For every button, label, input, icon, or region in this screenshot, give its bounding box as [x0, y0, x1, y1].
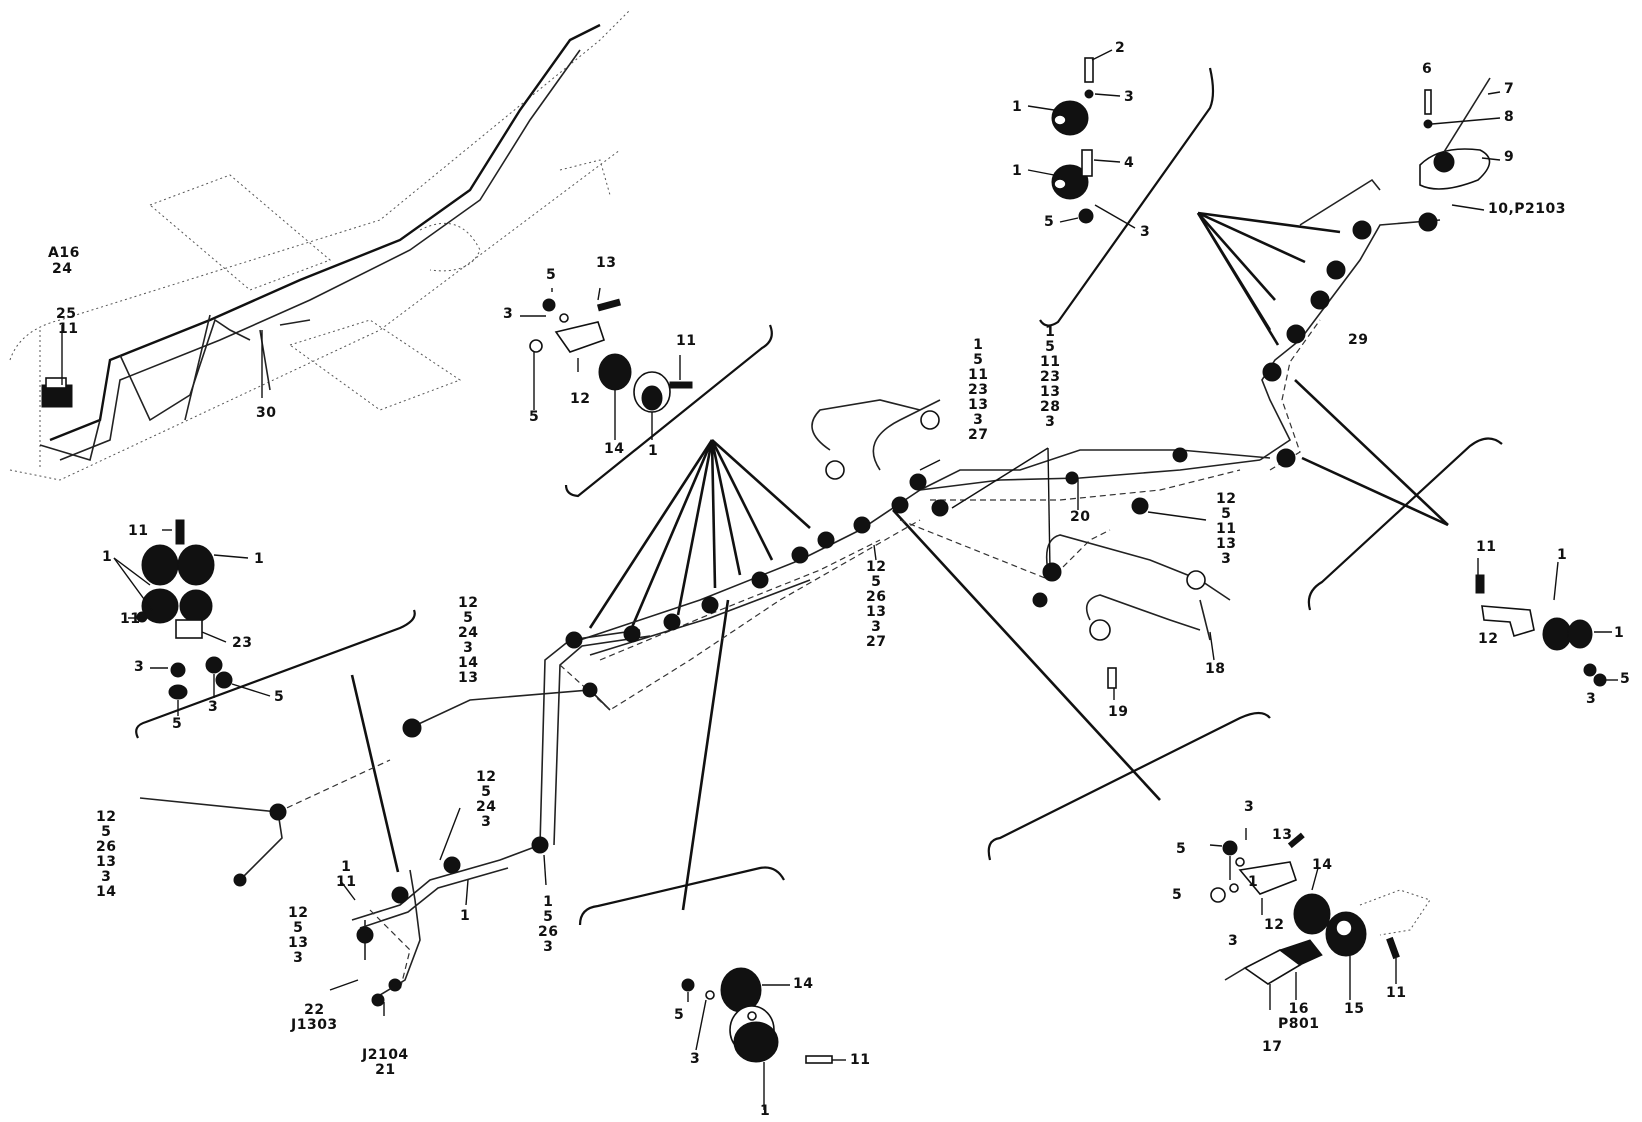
label-tl-group: 12 5 24 3 14 13 [458, 595, 479, 686]
label-top-4: 4 [1124, 155, 1135, 171]
label-center-stack-a: 1 5 11 23 13 3 27 [968, 337, 989, 443]
label-br-11: 11 [1386, 985, 1407, 1001]
tail-boom-inset [9, 9, 631, 481]
label-top-1a: 1 [1012, 99, 1023, 115]
label-mid-1: 1 [460, 908, 471, 924]
label-lg-1a: 1 [254, 551, 265, 567]
detail-top-right [1419, 77, 1501, 211]
detail-upper-left [520, 287, 693, 440]
label-mid-stack-a: 12 5 24 3 [476, 769, 497, 830]
label-top-3b: 3 [1140, 224, 1151, 240]
label-ul-12: 12 [570, 391, 591, 407]
label-19: 19 [1108, 704, 1129, 720]
label-br-17: 17 [1262, 1039, 1283, 1055]
label-lg-23: 23 [232, 635, 253, 651]
label-tr-7: 7 [1504, 81, 1515, 97]
label-a16-24: 24 [52, 261, 73, 277]
label-center-stack-b: 1 5 11 23 13 28 3 [1040, 324, 1061, 430]
detail-bottom-center [681, 967, 846, 1110]
label-tr-10: 10,P2103 [1488, 201, 1567, 217]
label-br-14: 14 [1312, 857, 1333, 873]
label-lg-11a: 11 [128, 523, 149, 539]
label-tr-9: 9 [1504, 149, 1515, 165]
label-ul-5b: 5 [529, 409, 540, 425]
label-rg-1a: 1 [1557, 547, 1568, 563]
label-mid-1-11: 1 11 [336, 859, 357, 890]
label-br-5a: 5 [1176, 841, 1187, 857]
label-tr-29: 29 [1348, 332, 1369, 348]
label-18: 18 [1205, 661, 1226, 677]
label-bc-11: 11 [850, 1052, 871, 1068]
label-j2104: J2104 21 [362, 1047, 409, 1078]
label-br-3b: 3 [1228, 933, 1239, 949]
center-leads [329, 447, 1215, 1016]
label-br-5b: 5 [1172, 887, 1183, 903]
label-rg-5: 5 [1620, 671, 1631, 687]
label-rg-12: 12 [1478, 631, 1499, 647]
label-25: 25 [56, 306, 77, 322]
label-bc-5: 5 [674, 1007, 685, 1023]
label-ul-1: 1 [648, 443, 659, 459]
label-top-3a: 3 [1124, 89, 1135, 105]
label-bc-14: 14 [793, 976, 814, 992]
label-rg-3: 3 [1586, 691, 1597, 707]
label-br-13: 13 [1272, 827, 1293, 843]
detail-right-group [1475, 558, 1618, 687]
label-ul-14: 14 [604, 441, 625, 457]
label-lg-3a: 3 [134, 659, 145, 675]
label-top-2: 2 [1115, 40, 1126, 56]
label-mid-stack-c: 1 5 26 3 [538, 894, 559, 955]
label-lg-5a: 5 [172, 716, 183, 732]
label-br-1: 1 [1248, 874, 1259, 890]
label-a16: A16 [48, 245, 80, 261]
label-lg-11b: 11 [120, 611, 141, 627]
label-ul-13: 13 [596, 255, 617, 271]
label-lg-3b: 3 [208, 699, 219, 715]
label-br-12: 12 [1264, 917, 1285, 933]
label-tr-6: 6 [1422, 61, 1433, 77]
label-br-3: 3 [1244, 799, 1255, 815]
detail-bottom-right [1209, 828, 1431, 1010]
label-ul-5a: 5 [546, 267, 557, 283]
harness-clamps [233, 212, 1438, 1007]
label-lg-1b: 1 [102, 549, 113, 565]
label-left-stack: 12 5 26 13 3 14 [96, 809, 117, 900]
label-lg-5b: 5 [274, 689, 285, 705]
label-top-1b: 1 [1012, 163, 1023, 179]
label-center-stack-c: 12 5 26 13 3 27 [866, 559, 887, 650]
detail-left-group [113, 519, 271, 716]
label-20: 20 [1070, 509, 1091, 525]
label-bc-3: 3 [690, 1051, 701, 1067]
label-mid-stack-b: 12 5 13 3 [288, 905, 309, 966]
label-ul-3: 3 [503, 306, 514, 322]
label-right-stack: 12 5 11 13 3 [1216, 491, 1237, 567]
label-br-16: 16 P801 [1278, 1001, 1320, 1032]
label-rg-1b: 1 [1614, 625, 1625, 641]
detail-top-center [1027, 49, 1136, 229]
label-tr-8: 8 [1504, 109, 1515, 125]
label-top-5: 5 [1044, 214, 1055, 230]
pointer-arrows [350, 211, 1449, 911]
label-ul-11: 11 [676, 333, 697, 349]
label-30: 30 [256, 405, 277, 421]
label-j1303: 22 J1303 [291, 1002, 338, 1033]
label-25-11: 11 [58, 321, 79, 337]
label-rg-11: 11 [1476, 539, 1497, 555]
detail-brackets [135, 67, 1503, 926]
label-br-15: 15 [1344, 1001, 1365, 1017]
label-bc-1: 1 [760, 1103, 771, 1119]
